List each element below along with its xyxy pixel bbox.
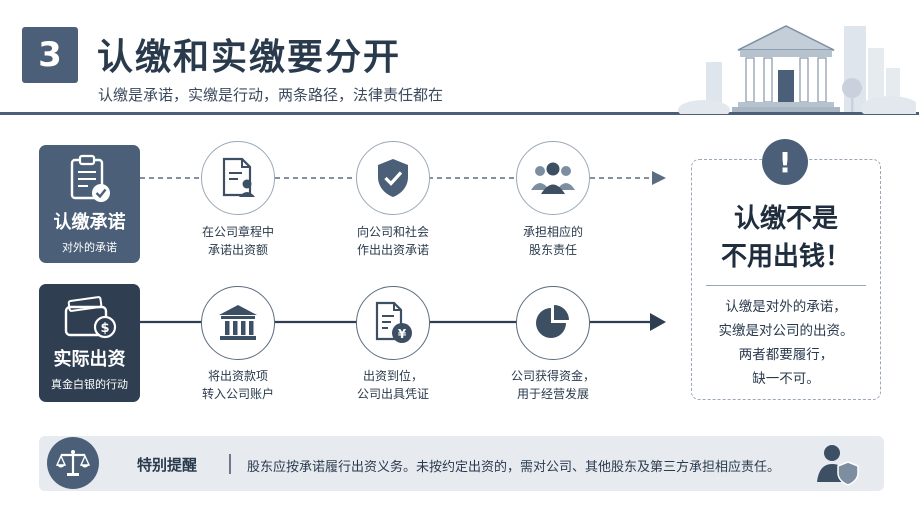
shield-check-icon: [378, 159, 408, 197]
wallet-coin-icon: $: [64, 295, 116, 338]
alert-icon: !: [762, 139, 808, 185]
step-caption-actual-2: 出资到位， 公司出具凭证: [356, 369, 430, 401]
actual-card-subtitle: 真金白银的行动: [51, 377, 128, 391]
section-number-badge: 3: [22, 27, 78, 83]
section-number: 3: [38, 35, 62, 75]
step-caption-actual-1: 将出资款项 转入公司账户: [201, 369, 275, 401]
step-circle-promise-1: [201, 141, 275, 215]
scales-icon: [47, 437, 99, 489]
page-subtitle: 认缴是承诺，实缴是行动，两条路径，法律责任都在: [98, 86, 444, 104]
clipboard-check-icon: [70, 154, 110, 202]
callout-headline: 认缴不是 不用出钱！: [720, 204, 851, 272]
page-title: 认缴和实缴要分开: [97, 37, 402, 78]
step-caption-promise-3: 承担相应的 股东责任: [522, 225, 584, 257]
actual-card: $ 实际出资 真金白银的行动: [39, 284, 140, 402]
reminder-bar: [39, 436, 884, 491]
callout-divider: [706, 285, 866, 286]
bank-icon: [219, 305, 257, 340]
step-caption-promise-1: 在公司章程中 承诺出资额: [201, 225, 275, 257]
step-circle-actual-2: ¥: [356, 286, 430, 360]
actual-card-title: 实际出资: [53, 348, 126, 370]
step-caption-promise-2: 向公司和社会 作出出资承诺: [356, 225, 430, 257]
step-circle-promise-2: [356, 141, 430, 215]
people-group-icon: [531, 162, 575, 194]
reminder-separator: [229, 454, 231, 474]
promise-card-title: 认缴承诺: [53, 211, 126, 233]
promise-card: 认缴承诺 对外的承诺: [39, 145, 140, 263]
document-yuan-icon: ¥: [375, 301, 412, 343]
step-circle-actual-1: [201, 286, 275, 360]
header-divider: [0, 112, 919, 115]
reminder-label: 特别提醒: [137, 456, 198, 474]
step-circle-actual-3: [516, 286, 590, 360]
reminder-text: 股东应按承诺履行出资义务。未按约定出资的，需对公司、其他股东及第三方承担相应责任…: [247, 460, 781, 475]
promise-card-subtitle: 对外的承诺: [62, 240, 117, 254]
svg-text:$: $: [100, 321, 109, 336]
courthouse-illustration-icon: [678, 25, 916, 114]
step-circle-promise-3: [516, 141, 590, 215]
document-person-icon: [222, 157, 255, 197]
step-caption-actual-3: 公司获得资金， 用于经营发展: [510, 369, 596, 401]
callout-body: 认缴是对外的承诺， 实缴是对公司的出资。 两者都要履行， 缺一不可。: [718, 299, 854, 387]
user-shield-icon: [817, 445, 859, 486]
promise-row-arrow: [652, 171, 666, 185]
pie-chart-icon: [536, 305, 569, 338]
svg-text:¥: ¥: [398, 327, 407, 341]
actual-row-arrow: [650, 313, 666, 331]
